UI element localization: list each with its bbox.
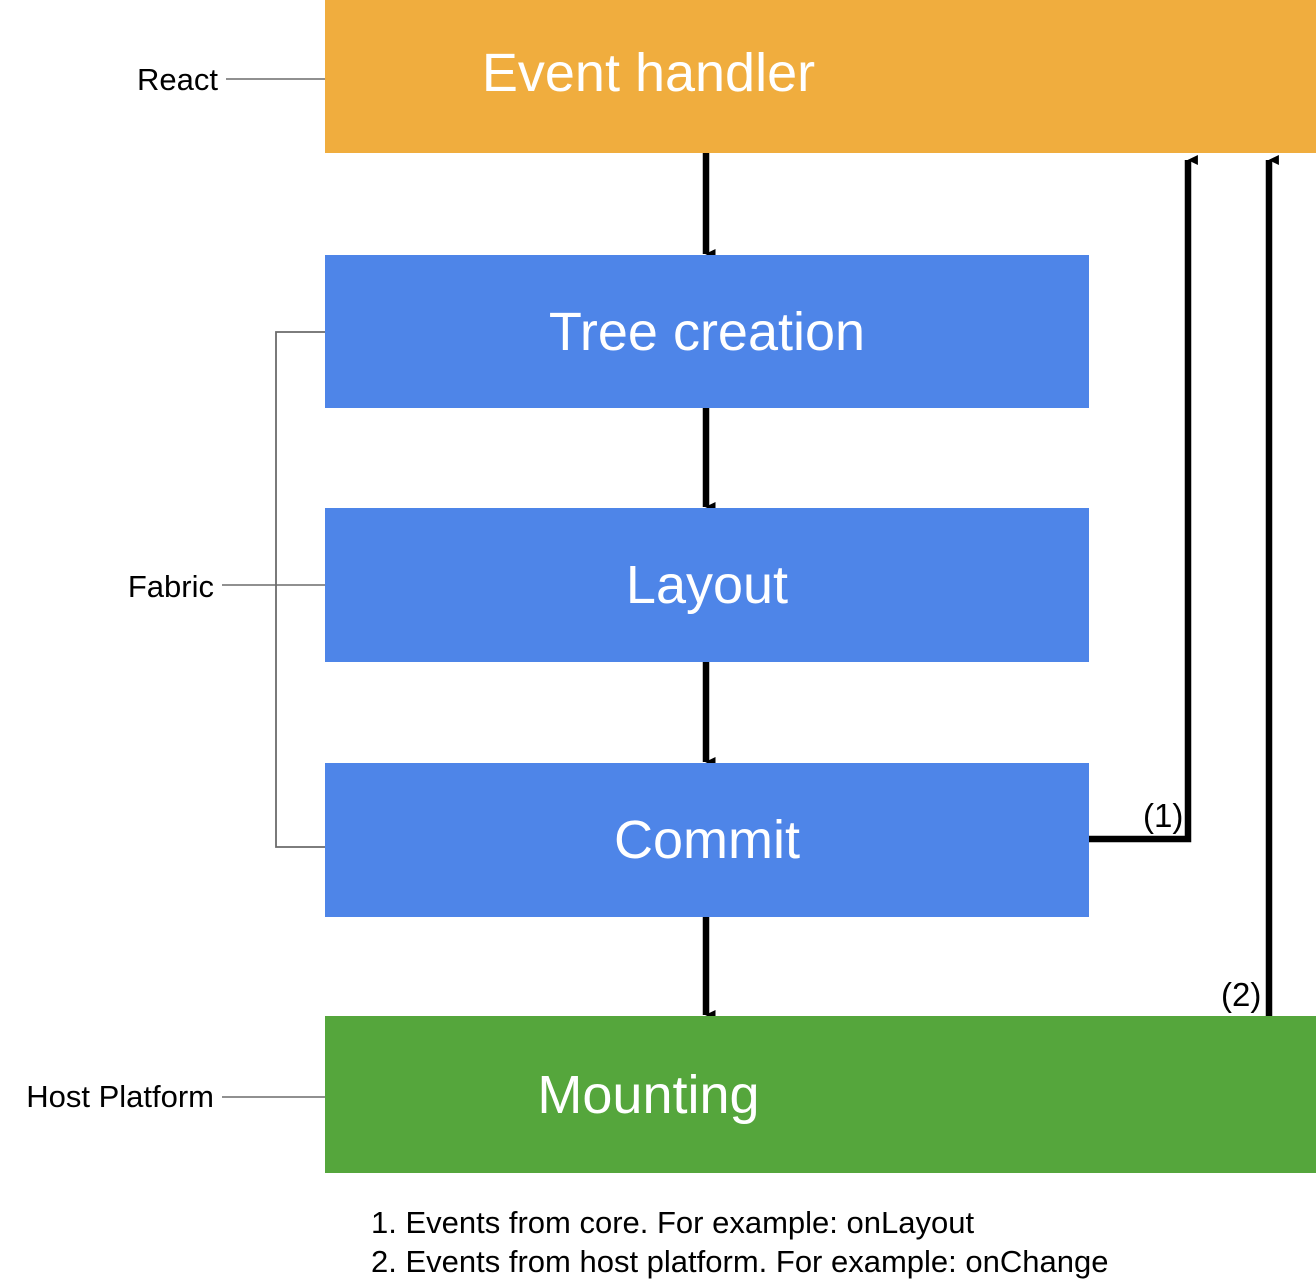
- layer-label-react: React: [137, 62, 218, 97]
- arrow-commit-to-event-handler: [1086, 155, 1198, 843]
- layer-label-fabric: Fabric: [127, 569, 214, 604]
- footnote-item: 2. Events from host platform. For exampl…: [371, 1244, 1109, 1279]
- annotation-two: (2): [1221, 976, 1262, 1013]
- node-event-handler-label: Event handler: [481, 42, 816, 103]
- node-commit[interactable]: Commit: [325, 763, 1089, 917]
- node-tree-creation[interactable]: Tree creation: [325, 255, 1089, 408]
- annotation-one: (1): [1143, 797, 1184, 834]
- node-tree-creation-label: Tree creation: [548, 301, 866, 362]
- footnote-list: 1. Events from core. For example: onLayo…: [371, 1203, 1271, 1281]
- node-event-handler[interactable]: Event handler: [325, 0, 1316, 153]
- node-layout[interactable]: Layout: [325, 508, 1089, 662]
- fabric-bracket: [275, 331, 325, 848]
- node-commit-label: Commit: [614, 810, 800, 870]
- layer-label-host-platform: Host Platform: [26, 1079, 214, 1114]
- node-mounting[interactable]: Mounting: [325, 1016, 1316, 1173]
- footnote-item: 1. Events from core. For example: onLayo…: [371, 1205, 975, 1240]
- node-mounting-label: Mounting: [537, 1064, 760, 1125]
- node-layout-label: Layout: [625, 555, 789, 615]
